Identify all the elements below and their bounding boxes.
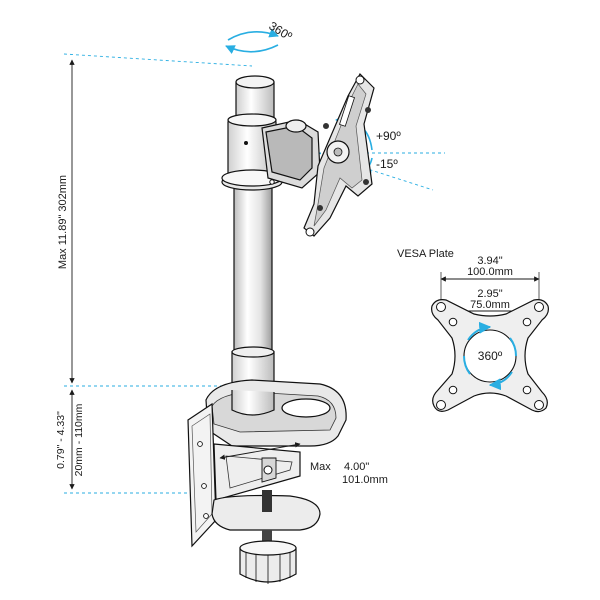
- clamp-depth-mm: 101.0mm: [342, 474, 388, 486]
- vesa-plate-detail: VESA Plate 3.94" 100.0mm 2.95" 75.0mm 36…: [397, 248, 549, 413]
- mount-pole: [231, 75, 275, 391]
- clamp-depth-dimension: Max 4.00" 101.0mm: [219, 442, 388, 486]
- vesa-hole: [448, 317, 458, 327]
- swivel-joint: [221, 113, 321, 191]
- clamp-depth-max: Max: [310, 461, 331, 473]
- clamp-range-inch: 0.79" - 4.33": [55, 411, 67, 469]
- top-rotation-indicator: 360º: [225, 19, 295, 54]
- vesa-hole: [522, 385, 532, 395]
- vesa-inner-inch: 2.95": [477, 288, 502, 300]
- tilt-up-label: +90º: [376, 129, 401, 143]
- vesa-hole: [436, 302, 446, 312]
- desk-clamp: [187, 379, 347, 584]
- vesa-outer-inch: 3.94": [477, 255, 502, 267]
- vesa-head-mounted: [303, 73, 375, 237]
- vesa-inner-mm: 75.0mm: [470, 299, 510, 311]
- vesa-title: VESA Plate: [397, 248, 454, 260]
- vesa-hole: [534, 400, 544, 410]
- clamp-range-mm: 20mm - 110mm: [73, 403, 85, 476]
- vesa-rotation-label: 360º: [478, 349, 503, 363]
- vesa-hole: [522, 317, 532, 327]
- clamp-range-dimension: 0.79" - 4.33" 20mm - 110mm: [55, 389, 85, 490]
- height-dimension: Max 11.89" 302mm: [57, 59, 75, 384]
- height-label: Max 11.89" 302mm: [57, 175, 69, 269]
- clamp-depth-inch: 4.00": [344, 461, 369, 473]
- vesa-hole: [436, 400, 446, 410]
- top-rotation-label: 360º: [266, 19, 295, 44]
- tilt-down-label: -15º: [376, 157, 398, 171]
- vesa-hole: [534, 302, 544, 312]
- vesa-hole: [448, 385, 458, 395]
- vesa-outer-mm: 100.0mm: [467, 266, 513, 278]
